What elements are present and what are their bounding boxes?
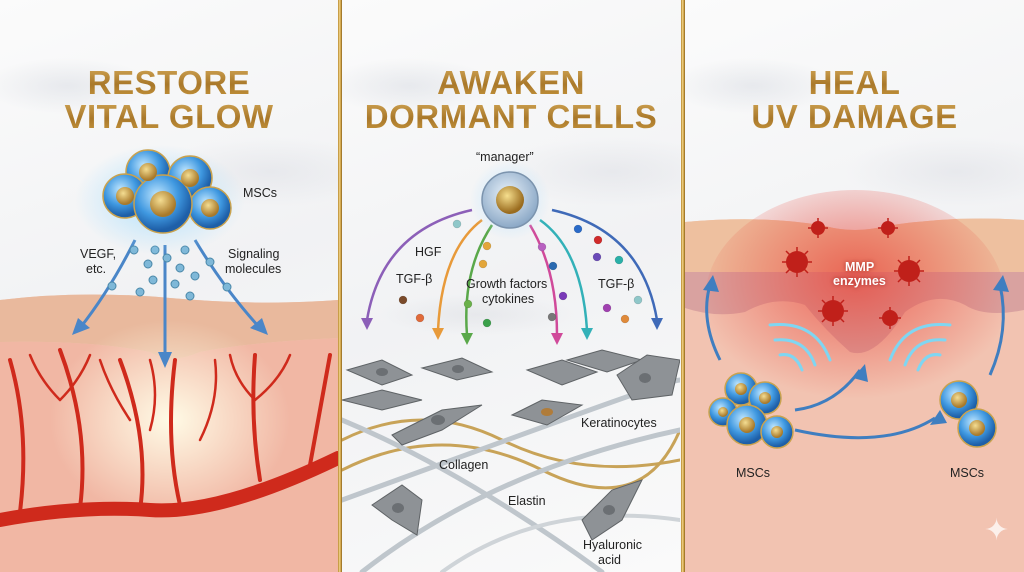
label-mscs-left: MSCs (736, 466, 771, 480)
label-cytokines: cytokines (482, 292, 535, 306)
label-molecules: molecules (225, 262, 282, 276)
heal-illustration (685, 190, 1024, 572)
gold-divider-left (338, 0, 342, 572)
label-etc: etc. (86, 262, 107, 276)
label-hgf: HGF (415, 245, 442, 259)
label-mmp: MMP (845, 260, 875, 274)
awaken-illustration (342, 160, 680, 572)
label-tgf-beta-right: TGF-β (598, 277, 635, 291)
panel-title-line2: VITAL GLOW (0, 98, 338, 135)
panel-title-line1: RESTORE (0, 64, 338, 101)
label-elastin: Elastin (508, 494, 546, 508)
panel-awaken-dormant-cells: AWAKEN DORMANT CELLS “manager” HGF TGF-β… (342, 0, 680, 572)
panel-title-line1: HEAL (685, 64, 1024, 101)
label-manager: “manager” (476, 150, 534, 164)
label-hyaluronic: Hyaluronic (583, 538, 643, 552)
label-growth-factors: Growth factors (466, 277, 548, 291)
restore-illustration (0, 145, 338, 572)
panel-restore-vital-glow: RESTORE VITAL GLOW MSCs VEGF, etc. Signa… (0, 0, 338, 572)
label-vegf: VEGF, (80, 247, 117, 261)
label-keratinocytes: Keratinocytes (581, 416, 657, 430)
sparkle-icon: ✦ (984, 514, 1010, 547)
label-tgf-beta-left: TGF-β (396, 272, 433, 286)
label-collagen: Collagen (439, 458, 489, 472)
panel-heal-uv-damage: HEAL UV DAMAGE MMP enzymes MSCs MSCs ✦ (685, 0, 1024, 572)
panel-title-line2: DORMANT CELLS (342, 98, 680, 135)
label-mscs-right: MSCs (950, 466, 985, 480)
label-signaling: Signaling (228, 247, 280, 261)
panel-title-line1: AWAKEN (342, 64, 680, 101)
label-enzymes: enzymes (833, 274, 886, 288)
label-acid: acid (598, 553, 621, 567)
label-mscs: MSCs (243, 186, 278, 200)
panel-title-line2: UV DAMAGE (685, 98, 1024, 135)
gold-divider-right (681, 0, 685, 572)
